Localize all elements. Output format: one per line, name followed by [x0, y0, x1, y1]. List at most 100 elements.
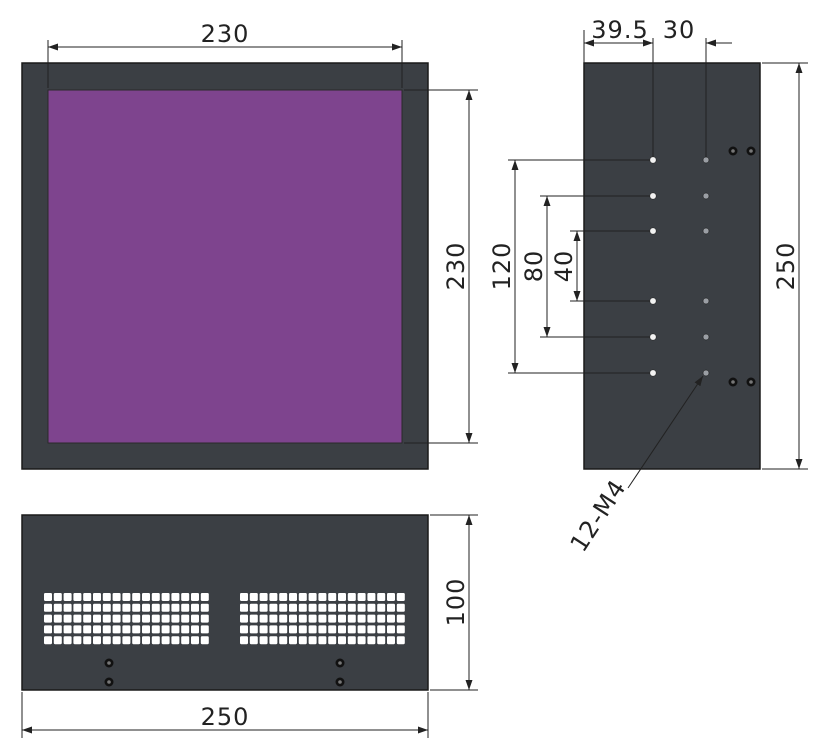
- vent-slot: [44, 636, 52, 645]
- vent-slot: [259, 603, 268, 612]
- vent-slot: [308, 614, 317, 623]
- vent-slot: [387, 593, 395, 601]
- vent-slot: [53, 593, 62, 601]
- vent-slot: [93, 603, 101, 612]
- vent-slot: [377, 603, 386, 612]
- bottom-height-label: 100: [442, 578, 470, 627]
- vent-slot: [298, 614, 307, 623]
- vent-slot: [200, 614, 209, 623]
- vent-slot: [63, 603, 72, 612]
- vent-slot: [200, 636, 209, 645]
- vent-slot: [298, 593, 307, 601]
- vent-slot: [73, 636, 82, 645]
- vent-slot: [161, 593, 170, 601]
- vent-slot: [44, 614, 52, 623]
- pitch-40-label: 40: [550, 250, 578, 283]
- vent-slot: [357, 625, 366, 634]
- vent-slot: [73, 593, 82, 601]
- vent-slot: [44, 625, 52, 634]
- vent-slot: [328, 603, 337, 612]
- vent-slot: [249, 593, 258, 601]
- vent-slot: [318, 636, 327, 645]
- vent-slot: [289, 603, 297, 612]
- vent-slot: [151, 603, 160, 612]
- vent-slot: [73, 625, 82, 634]
- vent-slot: [151, 625, 160, 634]
- vent-slot: [112, 614, 121, 623]
- pitch-80-label: 80: [520, 250, 548, 283]
- vent-slot: [289, 614, 297, 623]
- vent-slot: [200, 593, 209, 601]
- vent-slot: [93, 625, 101, 634]
- vent-slot: [44, 603, 52, 612]
- vent-slot: [338, 636, 346, 645]
- vent-slot: [269, 593, 278, 601]
- mount-holes-right: [702, 156, 710, 377]
- vent-slot: [83, 614, 92, 623]
- vent-slot: [191, 625, 199, 634]
- vent-slot: [367, 636, 376, 645]
- vent-slot: [396, 636, 405, 645]
- vent-grille-left: [44, 593, 209, 645]
- vent-slot: [83, 593, 92, 601]
- thread-callout-label: 12-M4: [565, 474, 632, 557]
- vent-slot: [171, 603, 180, 612]
- vent-slot: [181, 593, 190, 601]
- side-housing: [583, 62, 761, 470]
- vent-slot: [44, 593, 52, 601]
- vent-slot: [191, 603, 199, 612]
- vent-slot: [308, 603, 317, 612]
- bottom-view: 100 250: [21, 514, 478, 738]
- vent-slot: [249, 625, 258, 634]
- vent-slot: [240, 593, 248, 601]
- vent-slot: [93, 593, 101, 601]
- vent-slot: [102, 603, 111, 612]
- vent-slot: [347, 614, 356, 623]
- vent-slot: [151, 593, 160, 601]
- vent-slot: [53, 625, 62, 634]
- vent-slot: [122, 593, 131, 601]
- vent-slot: [181, 625, 190, 634]
- vent-slot: [249, 603, 258, 612]
- vent-slot: [279, 636, 288, 645]
- vent-slot: [132, 614, 141, 623]
- vent-slot: [112, 603, 121, 612]
- vent-slot: [259, 636, 268, 645]
- vent-slot: [289, 636, 297, 645]
- vent-slot: [279, 603, 288, 612]
- vent-slot: [338, 603, 346, 612]
- front-width-label: 230: [201, 20, 250, 48]
- vent-slot: [171, 636, 180, 645]
- vent-slot: [83, 636, 92, 645]
- vent-slot: [318, 614, 327, 623]
- vent-slot: [93, 614, 101, 623]
- vent-slot: [279, 614, 288, 623]
- vent-slot: [279, 625, 288, 634]
- vent-slot: [249, 636, 258, 645]
- vent-slot: [318, 625, 327, 634]
- vent-slot: [63, 636, 72, 645]
- vent-slot: [357, 614, 366, 623]
- vent-slot: [83, 625, 92, 634]
- vent-slot: [53, 636, 62, 645]
- vent-slot: [161, 636, 170, 645]
- vent-slot: [289, 625, 297, 634]
- vent-slot: [357, 603, 366, 612]
- vent-slot: [112, 593, 121, 601]
- vent-slot: [259, 625, 268, 634]
- vent-slot: [338, 625, 346, 634]
- vent-slot: [259, 614, 268, 623]
- vent-slot: [63, 593, 72, 601]
- mount-holes-left: [649, 156, 657, 377]
- vent-slot: [396, 593, 405, 601]
- vent-grille-right: [240, 593, 405, 645]
- vent-slot: [269, 614, 278, 623]
- vent-slot: [367, 625, 376, 634]
- screw-heads: [728, 146, 756, 387]
- vent-slot: [347, 636, 356, 645]
- vent-slot: [200, 603, 209, 612]
- vent-slot: [396, 603, 405, 612]
- vent-slot: [83, 603, 92, 612]
- thread-callout-leader: [627, 375, 704, 489]
- vent-slot: [328, 614, 337, 623]
